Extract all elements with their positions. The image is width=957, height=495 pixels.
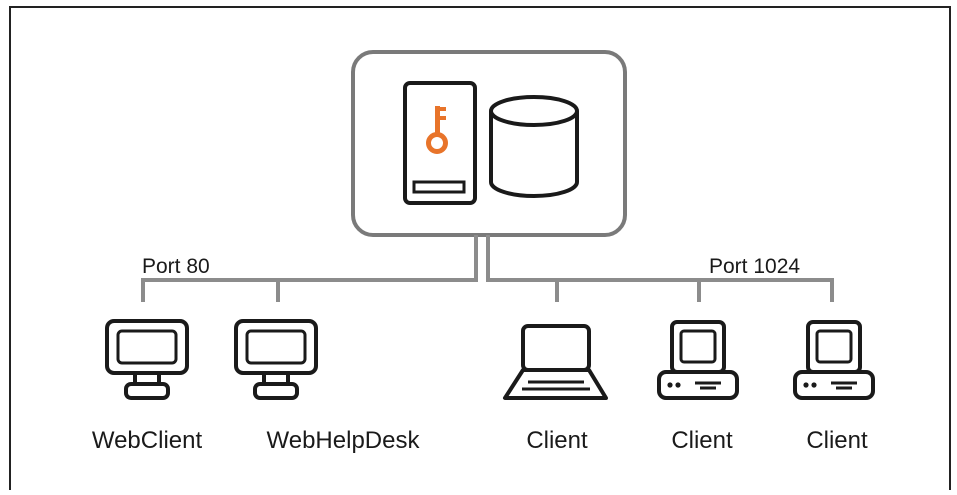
frame-border (9, 6, 951, 490)
desktop-computer-icon (793, 320, 875, 400)
device-label: Client (806, 427, 868, 454)
right-trunk-line (486, 235, 834, 302)
key-server-icon (403, 81, 477, 205)
device-label: WebHelpDesk (267, 427, 421, 454)
server-node (351, 50, 627, 237)
left-trunk-line (141, 235, 478, 302)
database-icon (489, 95, 579, 198)
webclient-device: WebClient (92, 319, 203, 454)
desktop-client-device-2: Client (793, 320, 875, 454)
port-1024-label: Port 1024 (709, 255, 800, 278)
laptop-client-device: Client (503, 324, 608, 454)
monitor-icon (234, 319, 318, 400)
port-80-label: Port 80 (142, 255, 210, 278)
laptop-icon (503, 324, 608, 400)
desktop-computer-icon (657, 320, 739, 400)
device-label: Client (526, 427, 588, 454)
connections (141, 235, 834, 302)
device-label: Client (671, 427, 733, 454)
device-label: WebClient (92, 427, 203, 454)
desktop-client-device-1: Client (657, 320, 739, 454)
monitor-icon (105, 319, 189, 400)
webhelpdesk-device: WebHelpDesk (234, 319, 421, 454)
